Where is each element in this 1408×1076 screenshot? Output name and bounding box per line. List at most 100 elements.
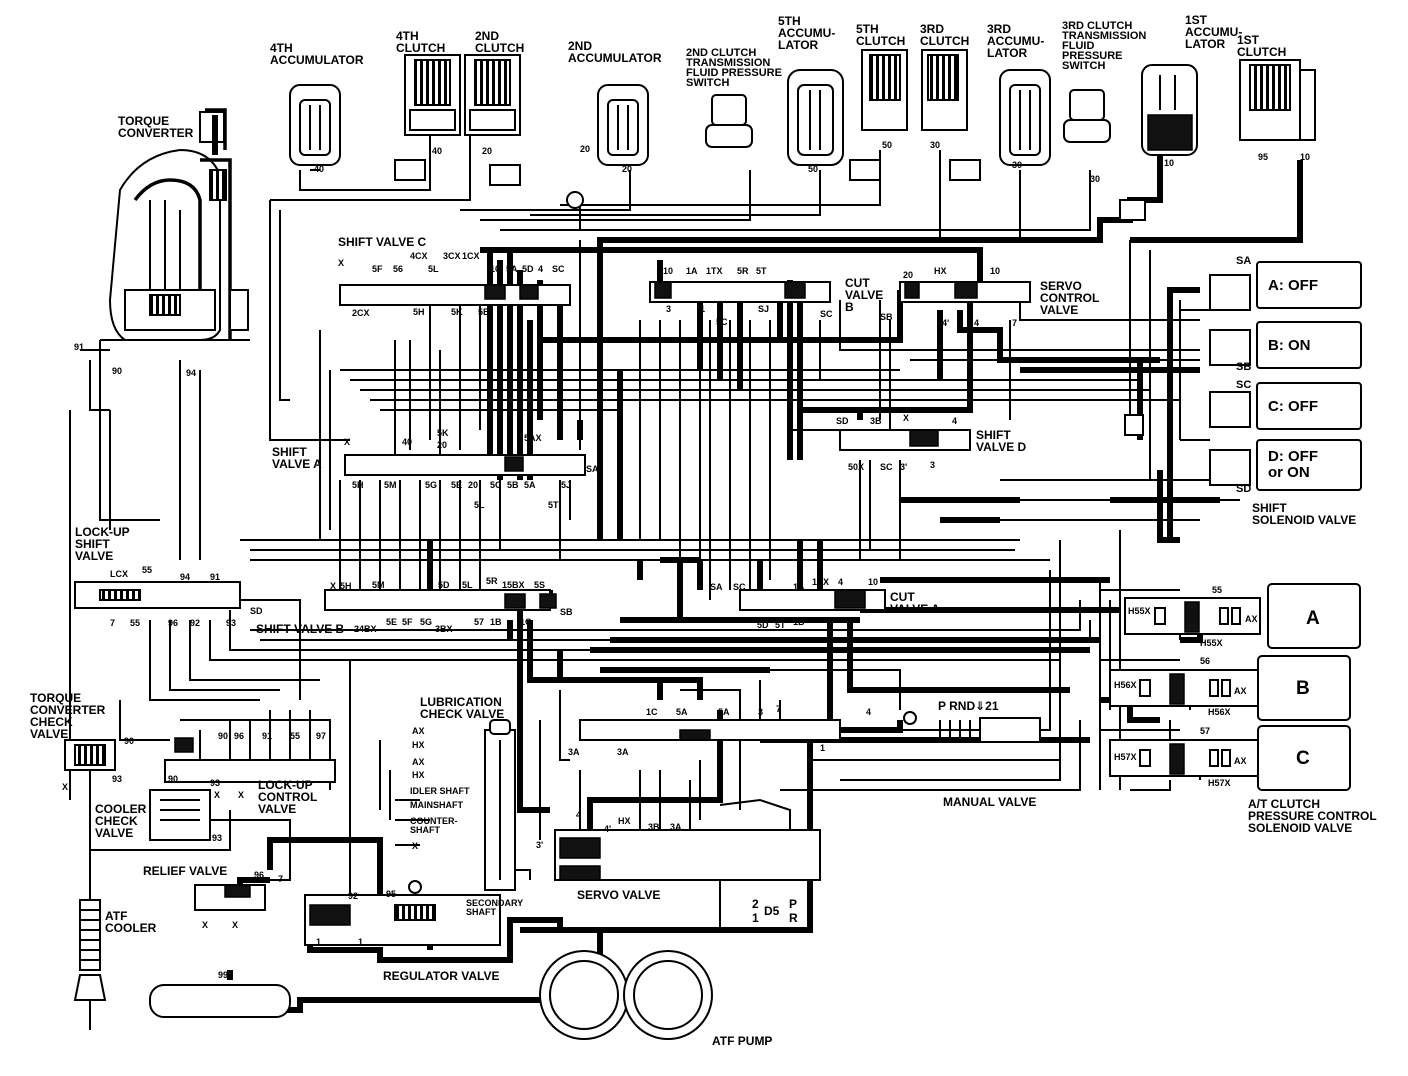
port-label-shift-a-top: 5AX [524, 433, 542, 443]
port-label-cut-a: 1B [793, 617, 805, 627]
port-label-shift-c-bottom: 5K [451, 307, 463, 317]
port-label-misc: X [214, 790, 220, 800]
port-label-manual: 5A [718, 707, 730, 717]
port-label-clutch-nums: 10 [1300, 152, 1310, 162]
port-label-clutch-nums: 40 [314, 164, 324, 174]
port-label-clutch-nums: 20 [622, 164, 632, 174]
solenoid-a-state: A: OFF [1268, 277, 1318, 294]
port-label-servo: 3' [536, 840, 543, 850]
port-label-shift-a-bottom: 5T [548, 500, 559, 510]
port-label-shift-a-bottom: 5G [425, 480, 437, 490]
port-label-cut-a: SA [710, 582, 723, 592]
port-label-shift-b-bottom: SB [560, 607, 573, 617]
port-label-servo-ctrl: 4' [942, 318, 949, 328]
port-label-relief: X [202, 920, 208, 930]
port-label-shift-b-top: 5L [462, 580, 473, 590]
port-label-servo-ctrl: 7 [1012, 318, 1017, 328]
port-label-shift-a-bottom: 5M [384, 480, 397, 490]
pcs-b-h-port-inner: H56X [1114, 680, 1137, 690]
port-label-servo: 4 [576, 810, 581, 820]
port-label-lockup-shift: SD [250, 606, 263, 616]
pcs-c-in-port: 57 [1200, 726, 1210, 736]
port-label-shift-c-top: 4CX [410, 251, 428, 261]
pcs-b-in-port: 56 [1200, 656, 1210, 666]
port-label-shift-a-bottom: 20 [468, 480, 478, 490]
port-label-shift-d: 3' [900, 462, 907, 472]
port-label-shift-a-bottom: 5C [490, 480, 502, 490]
solenoid-b-state: B: ON [1268, 337, 1311, 354]
solenoid-c-state: C: OFF [1268, 398, 1318, 415]
port-label-shift-d: X [903, 413, 909, 423]
gear-position-p: P [789, 897, 797, 911]
port-label-shift-b-top: 15BX [502, 580, 525, 590]
lube-hx-1: HX [412, 740, 425, 750]
port-label-shift-c-top: 4 [538, 264, 543, 274]
port-label-manual: 3A [568, 747, 580, 757]
port-label-cut-b: 5R [737, 266, 749, 276]
port-label-shift-d: 4 [952, 416, 957, 426]
port-label-misc: 93 [112, 774, 122, 784]
gear-position-2: 2 [752, 897, 759, 911]
port-label-misc: 90 [218, 731, 228, 741]
port-label-servo-ctrl: 20 [903, 270, 913, 280]
port-label-shift-c-top: 10 [490, 264, 500, 274]
port-label-servo: 3B [648, 822, 660, 832]
port-label-lockup-shift: 7 [110, 618, 115, 628]
pcs-c-h-port: H57X [1208, 778, 1231, 788]
label-regulator-valve: REGULATOR VALVE [383, 969, 499, 983]
pressure-control-solenoids: A 55 H55X H55X AX B 56 H56X H56X AX C 57… [1114, 585, 1320, 788]
port-label-misc: 90 [124, 736, 134, 746]
port-label-manual: 3 [758, 707, 763, 717]
manual-position-indicator: P RND⇓21 [938, 699, 999, 713]
port-label-shift-c-bottom: 5B [478, 307, 490, 317]
port-label-shift-b-top: 5H [340, 581, 352, 591]
pcs-a-h-port-inner: H55X [1128, 606, 1151, 616]
port-label-manual: 1C [646, 707, 658, 717]
port-label-cut-b: SC [820, 309, 833, 319]
port-label-tc: 94 [186, 368, 196, 378]
lube-hx-2: HX [412, 770, 425, 780]
port-label-shift-b-top: 5D [438, 580, 450, 590]
port-label-cut-b: SJ [758, 304, 769, 314]
port-label-shift-b-bottom: 5F [402, 617, 413, 627]
port-label-shift-b-bottom: 1B [490, 617, 502, 627]
pcs-b-ax: AX [1234, 686, 1247, 696]
port-label-shift-d: SD [836, 416, 849, 426]
port-label-misc: X [62, 782, 68, 792]
label-shift-valve-b: SHIFT VALVE B [256, 622, 345, 636]
port-label-lockup-shift: LCX [110, 569, 128, 579]
pcs-c-letter: C [1296, 748, 1310, 769]
port-label-clutch-nums: 20 [482, 146, 492, 156]
port-label-clutch-nums: 50 [882, 140, 892, 150]
port-label-shift-a-bottom: SA [586, 464, 599, 474]
thick-fluid-lines [167, 150, 1303, 1013]
port-label-shift-a-top: 20 [437, 440, 447, 450]
port-label-cut-b: 1 [700, 304, 705, 314]
port-label-cut-b: 1A [686, 266, 698, 276]
port-label-shift-c-top: 5A [506, 264, 518, 274]
port-label-shift-b-bottom: 5G [420, 617, 432, 627]
port-label-shift-a-bottom: 5E [451, 480, 462, 490]
port-label-clutch-nums: 20 [580, 144, 590, 154]
port-label-regulator: 1 [316, 937, 321, 947]
port-label-shift-c-bottom: 2CX [352, 308, 370, 318]
gear-position-1: 1 [752, 911, 759, 925]
port-label-cut-a: 1A [793, 582, 805, 592]
lube-countershaft: COUNTER-SHAFT [410, 816, 458, 835]
pcs-c-ax: AX [1234, 756, 1247, 766]
